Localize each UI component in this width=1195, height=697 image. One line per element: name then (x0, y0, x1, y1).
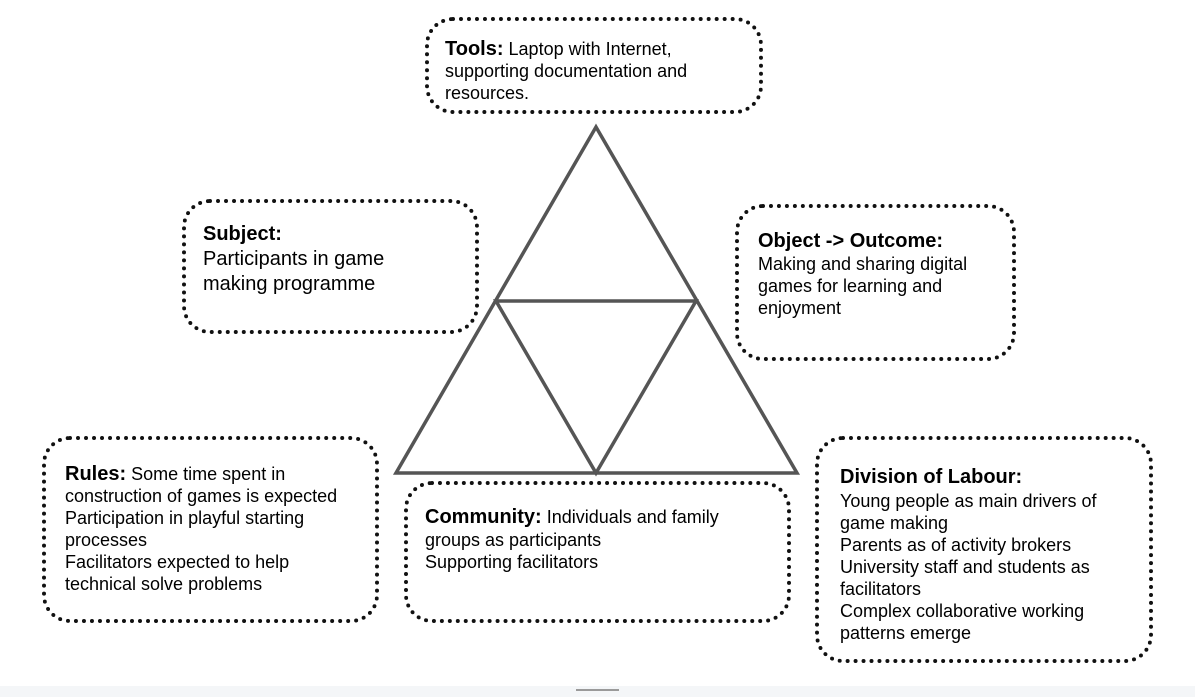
rules-text-6: technical solve problems (65, 574, 263, 594)
subject-text-2: making programme (203, 273, 376, 295)
division-text-1: Young people as main drivers of (840, 491, 1097, 511)
subject-box: Subject: Participants in game making pro… (182, 199, 479, 334)
rules-text-4: processes (65, 530, 148, 550)
community-box: Community: Individuals and family groups… (404, 481, 791, 623)
tools-text-2: supporting documentation and (445, 61, 688, 81)
rules-box: Rules: Some time spent in construction o… (42, 436, 379, 623)
division-of-labour-box: Division of Labour: Young people as main… (815, 436, 1153, 663)
tools-text-1: Laptop with Internet, (508, 39, 672, 59)
tools-text-3: resources. (445, 83, 530, 103)
rules-text-2: construction of games is expected (65, 486, 338, 506)
division-heading: Division of Labour: (840, 466, 1023, 488)
inner-triangle (492, 299, 700, 477)
division-text-6: Complex collaborative working (840, 601, 1085, 621)
community-text-1: Individuals and family (546, 507, 719, 527)
object-text-2: games for learning and (758, 276, 943, 296)
rules-heading: Rules: (65, 463, 127, 485)
subject-heading: Subject: (203, 223, 282, 245)
division-text-4: University staff and students as (840, 557, 1090, 577)
rules-line-1: Rules: Some time spent in (65, 463, 337, 485)
community-heading: Community: (425, 506, 542, 528)
tools-line-1: Tools: Laptop with Internet, (445, 38, 687, 60)
division-text-5: facilitators (840, 579, 922, 599)
community-text-3: Supporting facilitators (425, 552, 599, 572)
division-text-7: patterns emerge (840, 623, 972, 643)
division-text-3: Parents as of activity brokers (840, 535, 1072, 555)
resize-handle[interactable] (576, 689, 619, 691)
community-text-2: groups as participants (425, 530, 602, 550)
object-text-1: Making and sharing digital (758, 254, 968, 274)
tools-box: Tools: Laptop with Internet, supporting … (425, 17, 763, 114)
subject-text-1: Participants in game (203, 248, 385, 270)
object-text-3: enjoyment (758, 298, 842, 318)
rules-text-3: Participation in playful starting (65, 508, 305, 528)
tools-heading: Tools: (445, 38, 504, 60)
rules-text-1: Some time spent in (131, 464, 286, 484)
community-line-1: Community: Individuals and family (425, 505, 719, 529)
rules-text-5: Facilitators expected to help (65, 552, 290, 572)
object-outcome-box: Object -> Outcome: Making and sharing di… (735, 204, 1016, 361)
object-heading: Object -> Outcome: (758, 230, 944, 252)
bottom-scroll-strip (0, 686, 1195, 697)
division-text-2: game making (840, 513, 949, 533)
